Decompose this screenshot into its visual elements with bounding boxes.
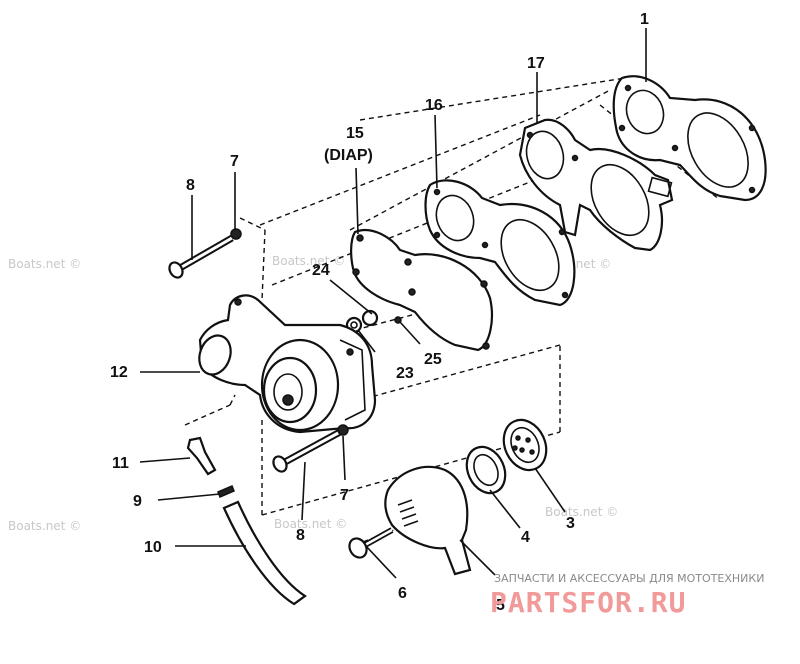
valve-parts-23-24-25 — [345, 309, 402, 334]
callout-12: 12 — [110, 364, 128, 381]
callout-7-top: 7 — [230, 153, 239, 170]
callout-16: 16 — [425, 97, 443, 114]
callout-15: 15 — [346, 125, 364, 142]
clip-part-9 — [217, 485, 235, 498]
gasket-ring-part-4 — [465, 445, 507, 495]
washer-bottom-part-7 — [337, 424, 349, 436]
callout-1: 1 — [640, 11, 649, 28]
partsfor-branding: ЗАПЧАСТИ И АКСЕССУАРЫ ДЛЯ МОТОТЕХНИКИ PA… — [490, 572, 764, 619]
callout-24: 24 — [312, 262, 330, 279]
watermark-bottom-left: Boats.net © — [8, 519, 81, 533]
pump-body-part-17 — [518, 118, 674, 252]
callout-9: 9 — [133, 493, 142, 510]
watermark-center: Boats.net © — [272, 254, 345, 268]
screw-part-6 — [348, 527, 394, 559]
filter-screen-part-3 — [502, 418, 548, 472]
bolt-top-part-8 — [168, 234, 234, 279]
gasket-part-16 — [424, 179, 576, 307]
callout-3: 3 — [566, 515, 575, 532]
callout-7-bottom: 7 — [340, 487, 349, 504]
callout-23: 23 — [396, 365, 414, 382]
watermark-bottom-center: Boats.net © — [274, 517, 347, 531]
diaphragm-part-15 — [350, 229, 494, 352]
fitting-part-11 — [186, 436, 217, 476]
watermark-left: Boats.net © — [8, 257, 81, 271]
gasket-part-1 — [612, 75, 767, 202]
callout-5: 5 — [496, 597, 505, 614]
cover-part-5 — [384, 465, 472, 576]
callout-15-diap: (DIAP) — [324, 147, 373, 164]
bolt-bottom-part-8 — [272, 428, 342, 473]
leader-lines — [139, 28, 647, 579]
cover-vents — [397, 499, 419, 527]
branding-logo: PARTSFOR.RU — [490, 586, 686, 619]
callout-10: 10 — [144, 539, 162, 556]
callout-8-top: 8 — [186, 177, 195, 194]
watermark-bottom-right: Boats.net © — [545, 505, 618, 519]
callout-17: 17 — [527, 55, 545, 72]
callout-11: 11 — [112, 455, 129, 472]
callout-6: 6 — [398, 585, 407, 602]
callout-25: 25 — [424, 351, 442, 368]
branding-tagline: ЗАПЧАСТИ И АКСЕССУАРЫ ДЛЯ МОТОТЕХНИКИ — [494, 572, 764, 585]
pump-housing-part-12 — [198, 294, 377, 434]
callout-8-bottom: 8 — [296, 527, 305, 544]
washer-top-part-7 — [230, 228, 242, 240]
callout-labels: 1 17 16 15 (DIAP) 7 8 24 23 25 12 11 9 1… — [110, 11, 649, 614]
callout-4: 4 — [521, 529, 530, 546]
